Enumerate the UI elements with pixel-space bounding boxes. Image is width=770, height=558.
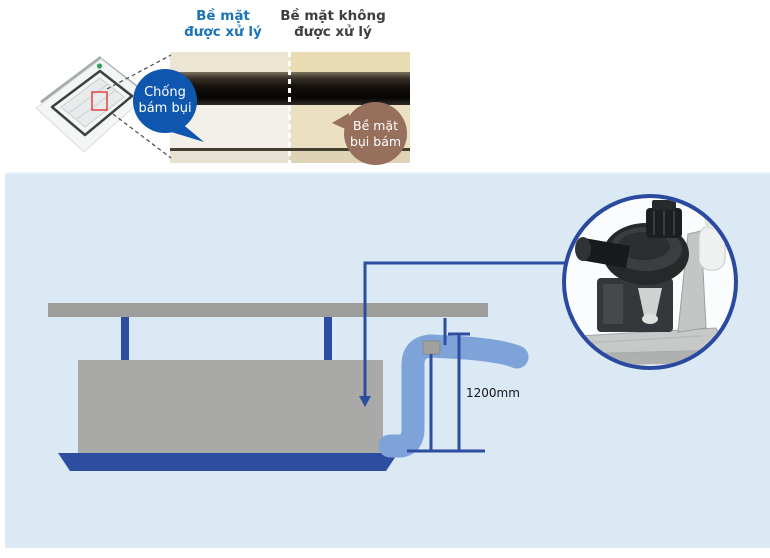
outlet-ring: [50, 69, 134, 137]
brand-logo-dot: [96, 63, 103, 69]
hanger-rods: [121, 317, 332, 360]
pipe-clamp: [422, 340, 441, 355]
arrow-down-icon: [359, 396, 371, 407]
zoom-highlight-box: [91, 91, 108, 111]
treated-surface-label: Bề mặt được xử lý: [184, 8, 262, 41]
surface-comparison-photo: [170, 52, 410, 163]
anti-dust-bubble: Chống bám bụi: [133, 69, 197, 133]
dimension-lines: [407, 332, 485, 453]
ceiling-slab: [48, 303, 488, 317]
decoration-panel: [58, 453, 398, 471]
flap-dark-band: [290, 72, 410, 105]
drain-pipe: [378, 334, 529, 458]
indoor-unit-body: [78, 360, 383, 453]
drain-pump-inset: [562, 194, 738, 370]
dusty-surface-bubble: Bề mặt bụi bám: [344, 102, 407, 165]
untreated-surface-label: Bề mặt không được xử lý: [280, 8, 386, 41]
dashed-divider: [288, 52, 291, 163]
cassette-ac-unit-icon: [35, 56, 148, 153]
drain-lift-dimension-label: 1200mm: [466, 386, 520, 400]
zoom-leader-lines: [106, 54, 172, 159]
inset-leader-line: [359, 261, 566, 407]
